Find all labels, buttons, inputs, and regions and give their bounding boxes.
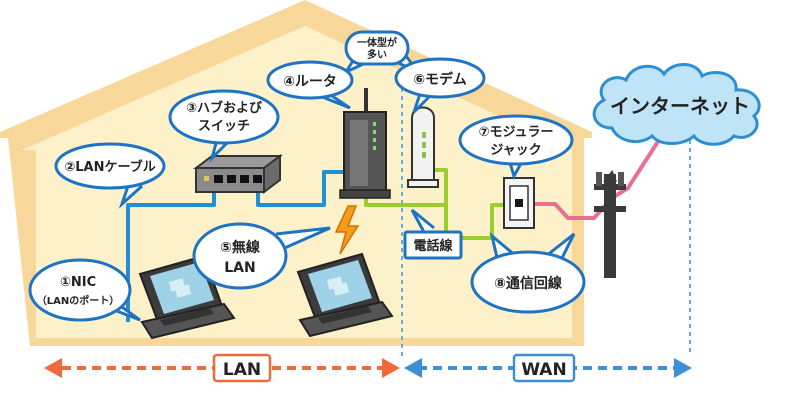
modem-icon (407, 106, 439, 188)
nic-sub-label: （LANのポート） (37, 294, 119, 307)
lan-label: LAN (223, 360, 261, 380)
router-icon (339, 88, 391, 199)
cloud-icon: インターネット (592, 63, 761, 146)
bubble-wireless (192, 222, 331, 290)
bubble-nic (28, 258, 141, 322)
bubble-router (266, 60, 354, 110)
lightning-icon (334, 205, 360, 255)
jack-line2: ジャック (490, 143, 541, 158)
lan-cables (126, 170, 345, 322)
router-label: ④ルータ (283, 74, 337, 90)
bubble-comm-line (470, 231, 586, 314)
wan-label: WAN (521, 360, 566, 380)
lan-arrow: LAN (44, 353, 400, 383)
laptop-icon (138, 254, 236, 340)
utility-pole-icon (594, 170, 626, 278)
modular-jack-icon (503, 177, 535, 229)
bubble-modem (394, 57, 486, 114)
hub-line2: スイッチ (198, 119, 250, 134)
wireless-line1: ⑤無線 (220, 239, 260, 256)
bubble-jack (458, 114, 574, 180)
hub-line1: ③ハブおよび (186, 100, 263, 116)
boundary-lines (401, 88, 691, 356)
lan-badge (212, 353, 272, 383)
modem-label: ⑥モデム (413, 71, 467, 88)
jack-line1: ⑦モジュラー (478, 125, 553, 140)
comm-line-label: ⑧通信回線 (494, 275, 562, 292)
bubble-hub (168, 89, 280, 164)
wireless-line2: LAN (224, 260, 255, 276)
integrated-line2: 多い (367, 48, 387, 61)
integrated-line1: 一体型が (357, 36, 398, 49)
lan-cable-label: ②LANケーブル (64, 159, 155, 175)
laptop-icon (296, 252, 394, 338)
bubble-lan-cable (54, 142, 166, 209)
phone-line-label (403, 208, 463, 260)
phone-line-text: 電話線 (413, 238, 453, 254)
wan-arrow: WAN (404, 353, 692, 383)
nic-label: ①NIC (60, 275, 96, 290)
hub-icon (193, 154, 283, 194)
internet-label: インターネット (610, 94, 750, 118)
wan-badge (512, 353, 576, 383)
